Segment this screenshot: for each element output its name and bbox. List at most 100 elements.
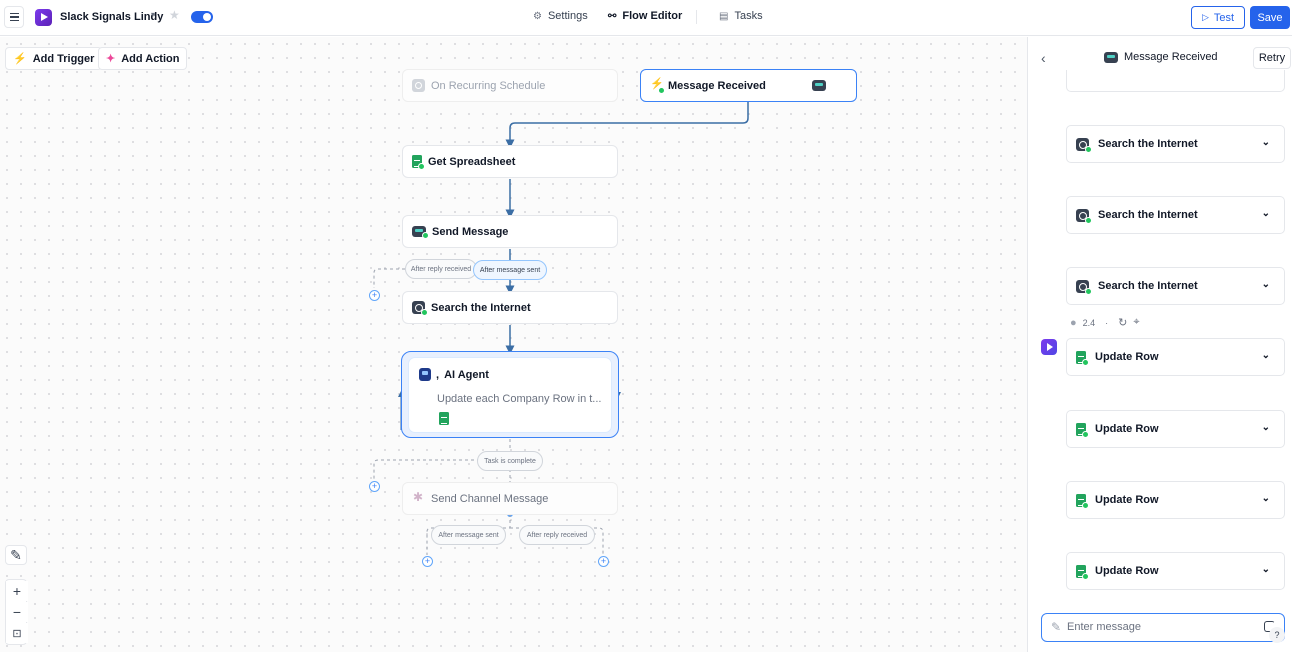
step-card-search[interactable]: Search the Internet ⌄ — [1066, 196, 1285, 234]
paperclip-icon[interactable]: ✎ — [1051, 620, 1062, 634]
refresh-icon[interactable]: ↻ — [1118, 317, 1128, 329]
edge-agent-branch — [373, 459, 480, 480]
web-search-icon — [1076, 279, 1092, 295]
chevron-down-icon[interactable]: ⌄ — [1261, 137, 1270, 148]
panel-title: Message Received — [1104, 51, 1218, 63]
node-send-message[interactable]: Send Message — [402, 215, 618, 248]
node-label: Get Spreadsheet — [428, 155, 516, 168]
step-label: Search the Internet — [1098, 280, 1198, 292]
add-step-plus-icon[interactable]: + — [369, 290, 380, 301]
spreadsheet-icon — [1076, 564, 1089, 580]
settings-icon: ⚙ — [533, 10, 542, 22]
message-app-icon — [1104, 51, 1118, 63]
ai-agent-label: AI Agent — [444, 368, 489, 381]
step-label: Update Row — [1095, 494, 1159, 506]
web-search-icon — [412, 301, 428, 316]
node-label: Search the Internet — [431, 301, 531, 314]
message-app-icon — [412, 226, 429, 239]
menu-button[interactable] — [4, 6, 24, 28]
step-card-update-row[interactable]: Update Row ⌄ — [1066, 410, 1285, 448]
help-button[interactable]: ? — [1269, 627, 1285, 643]
chevron-down-icon[interactable]: ⌄ — [1261, 279, 1270, 290]
edge-label-after-sent[interactable]: After message sent — [473, 260, 547, 280]
zoom-in-icon[interactable]: + — [6, 581, 28, 601]
tasks-icon: ▤ — [719, 10, 729, 22]
crosshair-icon[interactable]: ⌖ — [1133, 316, 1140, 328]
message-input[interactable] — [1067, 619, 1257, 635]
fit-view-icon[interactable]: ⊡ — [6, 623, 28, 643]
step-card-search[interactable]: Search the Internet ⌄ — [1066, 267, 1285, 305]
tab-flow-editor[interactable]: ⚯ Flow Editor — [608, 10, 682, 22]
tab-settings[interactable]: ⚙ Settings — [533, 10, 588, 22]
ai-agent-description: Update each Company Row in t... — [437, 393, 602, 405]
sparkle-icon: ✦ — [106, 53, 116, 65]
node-label: On Recurring Schedule — [431, 79, 546, 92]
node-message-received[interactable]: Message Received — [640, 69, 857, 102]
retry-button[interactable]: Retry — [1253, 47, 1291, 69]
save-button[interactable]: Save — [1250, 6, 1290, 29]
spreadsheet-icon — [412, 155, 425, 170]
tab-tasks-label: Tasks — [734, 10, 763, 22]
top-bar: Slack Signals Lindy ▾ ★ ⚙ Settings ⚯ Flo… — [0, 0, 1292, 36]
node-ai-agent[interactable]: , AI Agent Update each Company Row in t.… — [401, 351, 619, 438]
chevron-down-icon[interactable]: ▾ — [151, 10, 156, 19]
play-icon: ▷ — [1201, 12, 1209, 22]
step-card-update-row[interactable]: Update Row ⌄ — [1066, 552, 1285, 590]
tab-flow-editor-label: Flow Editor — [622, 10, 683, 22]
add-trigger-label: Add Trigger — [32, 52, 95, 65]
step-card-partial — [1066, 70, 1285, 92]
step-label: Update Row — [1095, 351, 1159, 363]
node-get-spreadsheet[interactable]: Get Spreadsheet — [402, 145, 618, 178]
active-toggle[interactable] — [191, 11, 213, 23]
edge-label-task-complete[interactable]: Task is complete — [477, 451, 543, 471]
agent-icon — [419, 368, 431, 381]
star-icon[interactable]: ★ — [169, 8, 180, 22]
node-send-channel-message[interactable]: Send Channel Message — [402, 482, 618, 515]
step-card-update-row[interactable]: Update Row ⌄ — [1066, 481, 1285, 519]
message-composer: ✎ — [1041, 613, 1285, 642]
step-label: Search the Internet — [1098, 138, 1198, 150]
flow-icon: ⚯ — [608, 10, 617, 22]
chevron-down-icon[interactable]: ⌄ — [1261, 422, 1270, 433]
chevron-down-icon[interactable]: ⌄ — [1261, 350, 1270, 361]
test-button[interactable]: ▷ Test — [1191, 6, 1245, 29]
add-step-plus-icon[interactable]: + — [422, 556, 433, 567]
test-button-label: Test — [1213, 11, 1235, 24]
app-title[interactable]: Slack Signals Lindy — [60, 11, 164, 23]
node-search-the-internet[interactable]: Search the Internet — [402, 291, 618, 324]
add-action-button[interactable]: ✦ Add Action — [98, 47, 188, 70]
step-card-search[interactable]: Search the Internet ⌄ — [1066, 125, 1285, 163]
edge-label-after-reply-2[interactable]: After reply received — [519, 525, 595, 545]
add-step-plus-icon[interactable]: + — [598, 556, 609, 567]
message-app-icon — [812, 80, 826, 91]
credit-value: 2.4 — [1082, 317, 1096, 328]
step-card-update-row[interactable]: Update Row ⌄ — [1066, 338, 1285, 376]
magic-wand-icon[interactable]: ✎ — [5, 545, 27, 565]
add-trigger-button[interactable]: ⚡ Add Trigger — [5, 47, 103, 70]
add-step-plus-icon[interactable]: + — [369, 481, 380, 492]
node-label: Send Message — [432, 225, 509, 238]
edge-trigger-to-spreadsheet — [505, 102, 749, 149]
back-chevron-icon[interactable]: ‹ — [1041, 50, 1046, 66]
chevron-down-icon[interactable]: ⌄ — [1261, 493, 1270, 504]
tab-tasks[interactable]: ▤ Tasks — [719, 10, 763, 22]
zoom-controls: + − ⊡ — [5, 579, 28, 645]
web-search-icon — [1076, 137, 1092, 153]
edge-label-after-reply[interactable]: After reply received — [405, 259, 477, 279]
trigger-bolt-icon — [650, 77, 665, 94]
chevron-down-icon[interactable]: ⌄ — [1261, 564, 1270, 575]
lindy-avatar-icon — [1041, 339, 1057, 355]
tab-settings-label: Settings — [547, 10, 588, 22]
panel-title-label: Message Received — [1124, 51, 1218, 63]
node-on-recurring-schedule[interactable]: On Recurring Schedule — [402, 69, 618, 102]
step-label: Search the Internet — [1098, 209, 1198, 221]
chevron-down-icon[interactable]: ⌄ — [1261, 208, 1270, 219]
step-label: Update Row — [1095, 423, 1159, 435]
edge-label-after-sent-2[interactable]: After message sent — [431, 525, 506, 545]
zoom-out-icon[interactable]: − — [6, 602, 28, 622]
ai-agent-card[interactable]: , AI Agent Update each Company Row in t.… — [408, 357, 612, 433]
spreadsheet-tool-icon — [439, 412, 449, 425]
lindy-logo-icon — [35, 9, 52, 26]
node-label: Message Received — [668, 79, 766, 92]
credit-icon: ● — [1070, 316, 1077, 329]
